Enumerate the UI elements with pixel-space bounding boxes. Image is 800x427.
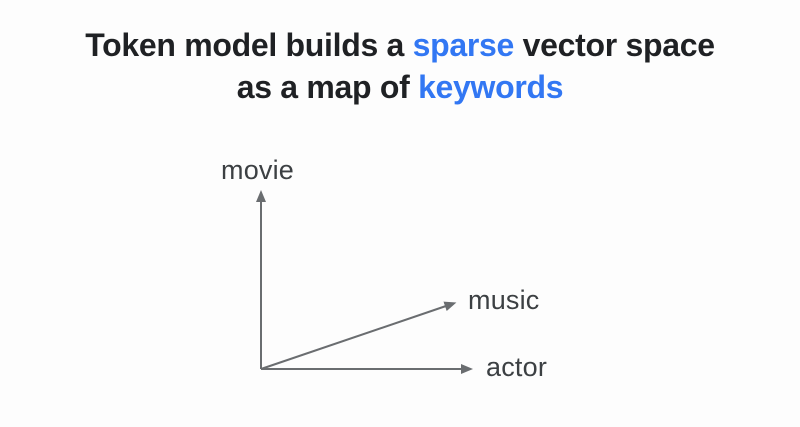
axis-label-actor: actor bbox=[486, 352, 548, 382]
title-highlight-keywords: keywords bbox=[418, 69, 564, 105]
title-text-post: vector space bbox=[522, 27, 715, 63]
axis-arrow-music bbox=[260, 301, 457, 370]
page-title: Token model builds a sparse vector space… bbox=[0, 24, 800, 108]
title-text-pre: as a map of bbox=[236, 69, 410, 105]
title-text-pre: Token model builds a bbox=[85, 27, 405, 63]
axis-label-movie: movie bbox=[221, 155, 295, 185]
title-line-2: as a map of keywords bbox=[0, 66, 800, 108]
title-line-1: Token model builds a sparse vector space bbox=[0, 24, 800, 66]
axis-label-music: music bbox=[468, 285, 540, 315]
title-highlight-sparse: sparse bbox=[412, 27, 515, 63]
